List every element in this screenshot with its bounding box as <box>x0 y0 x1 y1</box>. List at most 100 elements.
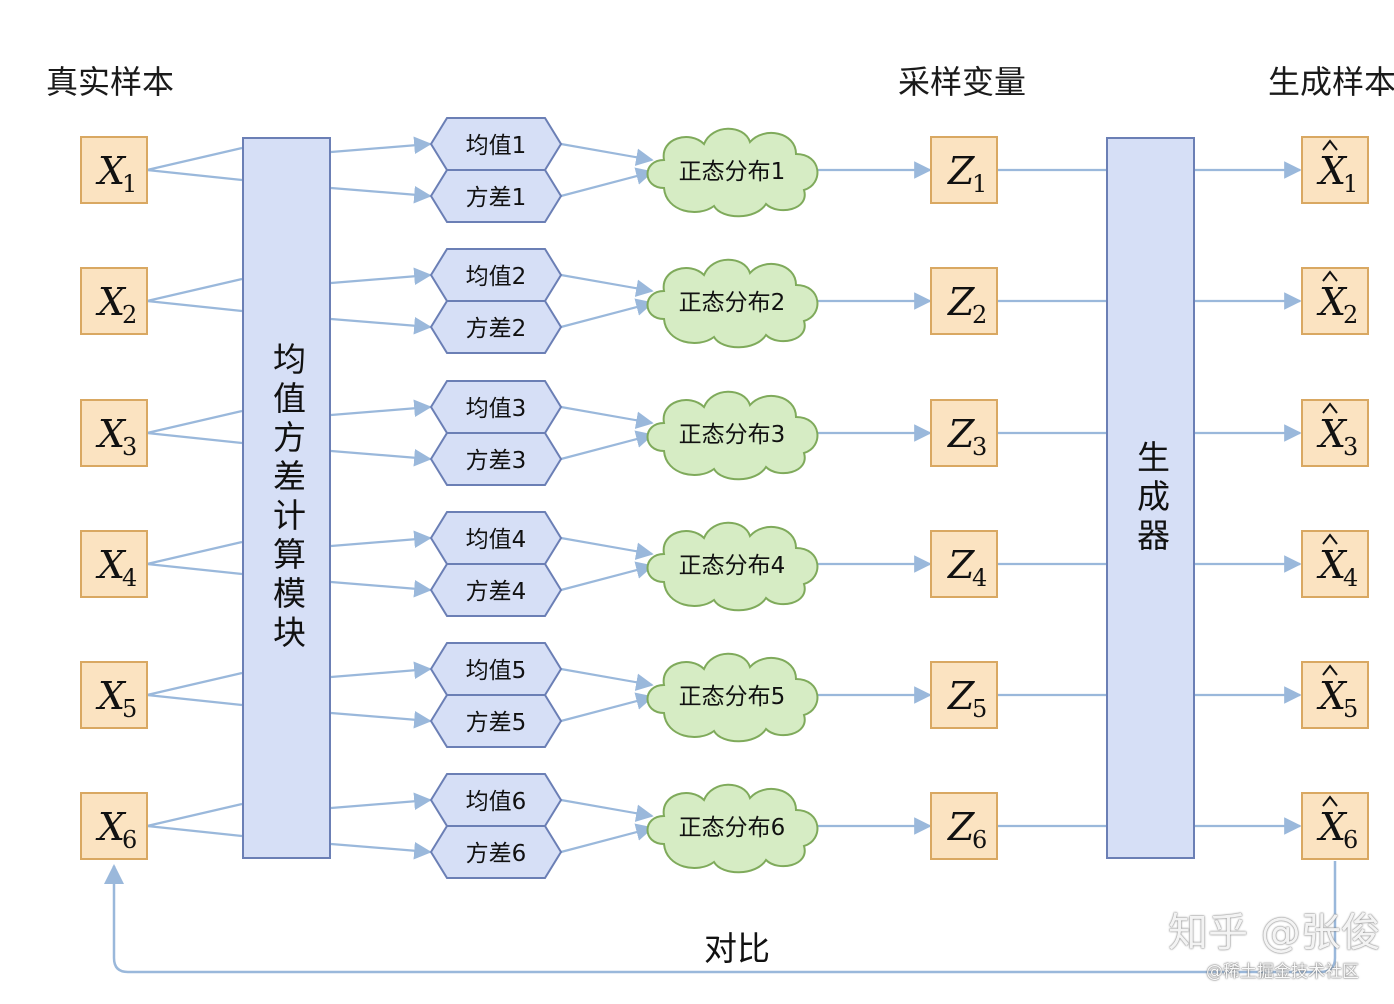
mean-node-5: 均值5 <box>429 642 563 696</box>
sampled-z5-symbol: Z <box>947 674 975 718</box>
sampled-z5-subscript: 5 <box>972 695 987 723</box>
edge-module-to-mean3 <box>330 399 432 418</box>
generated-xhat3: X3 <box>1301 399 1369 467</box>
normal-dist-6-shape <box>646 783 819 874</box>
real-sample-x3-box <box>80 399 148 467</box>
normal-dist-4: 正态分布4 <box>646 521 819 612</box>
variance-node-5: 方差5 <box>429 694 563 748</box>
real-sample-x5-box <box>80 661 148 729</box>
generated-xhat6-symbol: X <box>1316 805 1348 849</box>
generated-xhat1: X1 <box>1301 136 1369 204</box>
mean-node-6: 均值6 <box>429 773 563 827</box>
normal-dist-5: 正态分布5 <box>646 652 819 743</box>
edge-x2-to-module-lower <box>146 299 243 313</box>
edge-x5-to-module-lower <box>146 693 243 707</box>
real-sample-x4-box <box>80 530 148 598</box>
normal-dist-2-label: 正态分布2 <box>679 290 786 316</box>
normal-dist-2: 正态分布2 <box>646 258 819 349</box>
real-sample-x1-box <box>80 136 148 204</box>
edge-mean5-to-dist5 <box>560 667 654 691</box>
normal-dist-1-shape <box>646 127 819 218</box>
edge-mean3-to-dist3 <box>560 405 654 429</box>
edge-module-to-mean2 <box>330 267 432 286</box>
edge-mean2-to-dist2 <box>560 273 654 297</box>
edge-module-to-variance5 <box>330 710 432 729</box>
edge-module-to-variance2 <box>330 316 432 335</box>
sampled-z5: Z5 <box>930 661 998 729</box>
generated-xhat1-subscript: 1 <box>1343 170 1358 198</box>
mean-node-4-label: 均值4 <box>466 527 527 553</box>
variance-node-5-label: 方差5 <box>466 710 527 736</box>
generated-xhat3-subscript: 3 <box>1343 433 1358 461</box>
normal-dist-3-label: 正态分布3 <box>679 422 786 448</box>
normal-dist-3: 正态分布3 <box>646 390 819 481</box>
mean-node-2: 均值2 <box>429 248 563 302</box>
sampled-z1-subscript: 1 <box>972 170 987 198</box>
mean-variance-module: 均值方差计算模块 <box>242 137 331 859</box>
generated-xhat2-symbol: X <box>1316 280 1348 324</box>
generated-xhat5-symbol: X <box>1316 674 1348 718</box>
variance-node-3: 方差3 <box>429 432 563 486</box>
real-sample-x5-subscript: 5 <box>122 695 137 723</box>
normal-dist-4-shape <box>646 521 819 612</box>
sampled-z6-box <box>930 792 998 860</box>
real-sample-x2-box <box>80 267 148 335</box>
header-real-samples: 真实样本 <box>46 63 175 101</box>
edge-variance1-to-dist1 <box>560 167 654 198</box>
real-sample-x6-box <box>80 792 148 860</box>
generated-xhat3-hat <box>1322 402 1338 414</box>
variance-node-4-shape <box>429 563 563 617</box>
normal-dist-3-shape <box>646 390 819 481</box>
sampled-z1-box <box>930 136 998 204</box>
variance-node-1-shape <box>429 169 563 223</box>
sampled-z3-subscript: 3 <box>972 433 987 461</box>
real-sample-x5: X5 <box>80 661 148 729</box>
edge-module-to-mean1 <box>330 136 432 155</box>
variance-node-2: 方差2 <box>429 300 563 354</box>
generator-module: 生成器 <box>1106 137 1195 859</box>
variance-node-1-label: 方差1 <box>466 185 527 211</box>
variance-node-3-shape <box>429 432 563 486</box>
sampled-z2: Z2 <box>930 267 998 335</box>
mean-node-5-label: 均值5 <box>466 658 527 684</box>
real-sample-x1-symbol: X <box>95 149 127 193</box>
generated-xhat6-hat <box>1322 795 1338 807</box>
variance-node-6-label: 方差6 <box>466 841 527 867</box>
generated-xhat5-hat <box>1322 664 1338 676</box>
mean-node-3-label: 均值3 <box>466 396 527 422</box>
sampled-z4-box <box>930 530 998 598</box>
generated-xhat5: X5 <box>1301 661 1369 729</box>
edge-x4-to-module-lower <box>146 562 243 576</box>
variance-node-5-shape <box>429 694 563 748</box>
edge-x2-to-module-upper <box>146 277 243 303</box>
mean-node-2-label: 均值2 <box>466 264 527 290</box>
generated-xhat5-subscript: 5 <box>1343 695 1358 723</box>
edge-variance3-to-dist3 <box>560 430 654 461</box>
edge-mean1-to-dist1 <box>560 142 654 166</box>
sampled-z4: Z4 <box>930 530 998 598</box>
real-sample-x6-symbol: X <box>95 805 127 849</box>
edge-module-to-variance3 <box>330 448 432 467</box>
mean-node-1: 均值1 <box>429 117 563 171</box>
generated-xhat2-subscript: 2 <box>1343 301 1358 329</box>
normal-dist-6-label: 正态分布6 <box>679 815 786 841</box>
edge-module-to-variance4 <box>330 579 432 598</box>
mean-node-4: 均值4 <box>429 511 563 565</box>
generated-xhat4: X4 <box>1301 530 1369 598</box>
sampled-z2-symbol: Z <box>947 280 975 324</box>
sampled-z6-subscript: 6 <box>972 826 987 854</box>
normal-dist-5-shape <box>646 652 819 743</box>
edge-module-to-variance6 <box>330 841 432 860</box>
real-sample-x4-symbol: X <box>95 543 127 587</box>
sampled-z2-subscript: 2 <box>972 301 987 329</box>
sampled-z1: Z1 <box>930 136 998 204</box>
sampled-z6: Z6 <box>930 792 998 860</box>
edge-module-to-variance1 <box>330 185 432 204</box>
compare-feedback-arrow <box>104 861 1337 974</box>
generated-xhat1-hat <box>1322 139 1338 151</box>
generated-xhat6-subscript: 6 <box>1343 826 1358 854</box>
sampled-z3-symbol: Z <box>947 412 975 456</box>
edge-x6-to-module-upper <box>146 802 243 828</box>
sampled-z3: Z3 <box>930 399 998 467</box>
